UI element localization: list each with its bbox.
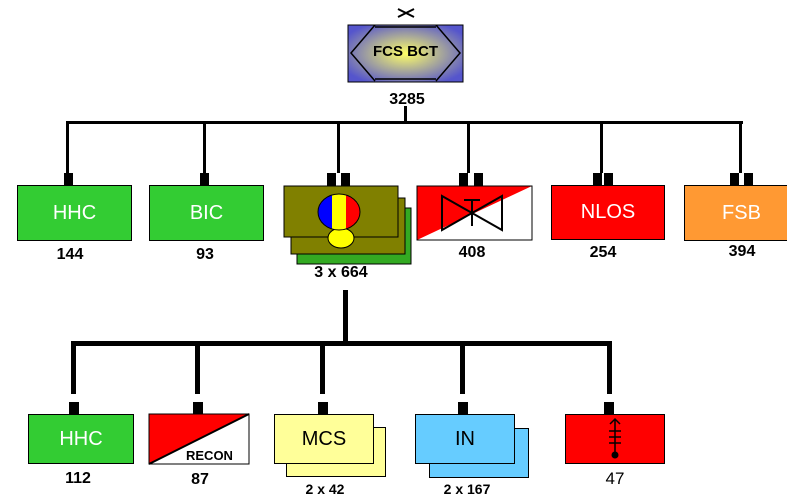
connector-drop-mcs [320, 341, 325, 394]
unit-hhc2-label: HHC [59, 427, 103, 450]
unit-nlos: NLOS [551, 185, 665, 240]
unit-hhc-count: 144 [56, 246, 84, 263]
unit-cannon-count: 408 [458, 244, 486, 261]
unit-nlos-label: NLOS [580, 201, 636, 223]
connector-drop-in [460, 341, 465, 394]
connector-drop-fsb [739, 121, 742, 173]
unit-mcs-label: MCS [301, 427, 347, 450]
echelon-mark [327, 173, 336, 186]
echelon-mark [458, 402, 468, 415]
top-unit-count: 3285 [389, 91, 425, 108]
unit-nlos-count: 254 [589, 244, 617, 261]
unit-in-count: 2 x 167 [443, 481, 491, 497]
unit-fsb-count: 394 [728, 243, 756, 260]
unit-mortar-count: 47 [605, 469, 625, 488]
echelon-mark [69, 402, 79, 415]
connector-drop-hhc2 [71, 341, 76, 394]
echelon-mark [64, 173, 73, 186]
unit-in-label: IN [455, 427, 475, 450]
connector-level2-trunk [343, 290, 348, 344]
echelon-mark [459, 173, 468, 186]
unit-cab-count: 3 x 664 [314, 264, 368, 281]
unit-bic-count: 93 [196, 246, 214, 263]
echelon-mark [730, 173, 739, 186]
unit-fsb-label: FSB [722, 201, 761, 224]
unit-recon-label: RECON [186, 448, 233, 463]
connector-level2-bar [71, 341, 612, 346]
unit-hhc-label: HHC [52, 201, 97, 224]
connector-drop-recon [195, 341, 200, 394]
unit-fsb: FSB [684, 185, 787, 241]
unit-hhc: HHC [17, 185, 132, 241]
connector-drop-hhc [66, 121, 69, 173]
unit-mcs-count: 2 x 42 [305, 481, 345, 497]
connector-drop-mortar [607, 341, 612, 394]
unit-bic-label: BIC [189, 201, 224, 224]
unit-bic: BIC [149, 185, 264, 241]
unit-mcs: MCS [274, 414, 374, 464]
unit-hhc2: HHC [28, 414, 134, 464]
connector-drop-bic [203, 121, 206, 173]
top-unit-label: FCS BCT [373, 43, 438, 60]
echelon-mark [744, 173, 753, 186]
connector-level1-bar [66, 121, 743, 124]
connector-drop-nlos [600, 121, 603, 173]
echelon-mark [341, 173, 350, 186]
connector-top-trunk [404, 106, 407, 123]
top-unit-symbol [347, 8, 464, 83]
echelon-mark [604, 402, 614, 415]
connector-drop-cab [337, 121, 340, 173]
echelon-mark [593, 173, 602, 186]
echelon-mark [604, 173, 613, 186]
echelon-mark [318, 402, 328, 415]
echelon-mark [193, 402, 203, 415]
echelon-mark [474, 173, 483, 186]
connector-drop-nlos-cannon [467, 121, 470, 173]
echelon-mark [200, 173, 209, 186]
unit-hhc2-count: 112 [65, 470, 91, 487]
unit-recon-count: 87 [191, 471, 209, 488]
unit-in: IN [415, 414, 515, 464]
